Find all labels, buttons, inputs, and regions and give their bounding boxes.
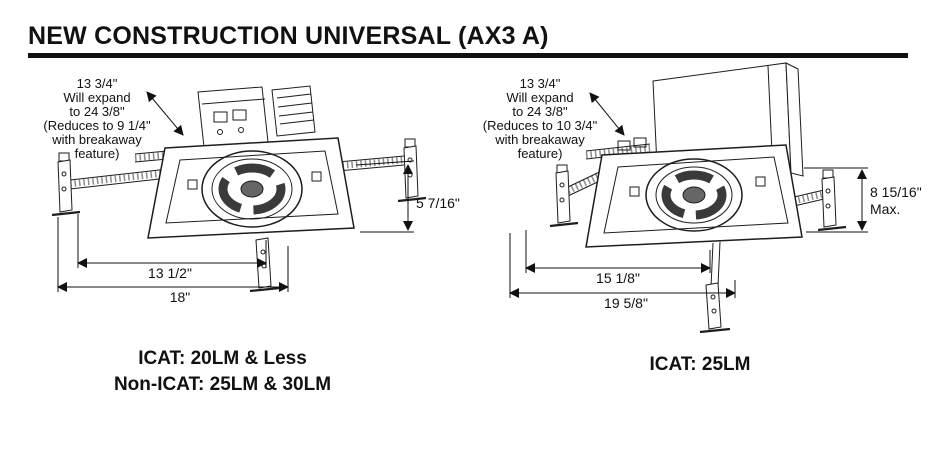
- width-dimension-outer: 19 5/8": [509, 233, 736, 311]
- note-line: 13 3/4": [520, 76, 561, 91]
- note-line: with breakaway: [51, 132, 142, 147]
- note-line: with breakaway: [494, 132, 585, 147]
- mounting-bracket-left: [549, 164, 579, 228]
- support-bracket-bottom: [249, 237, 281, 293]
- inner-width-dim-label: 15 1/8": [596, 270, 640, 286]
- outer-width-dim-label: 19 5/8": [604, 295, 648, 311]
- right-caption-line1: ICAT: 25LM: [649, 354, 751, 375]
- light-aperture: [201, 150, 303, 228]
- width-dimension-inner: 15 1/8": [525, 230, 711, 286]
- height-dim-label: 5 7/16": [416, 195, 460, 211]
- hanger-bar-right: [337, 155, 405, 172]
- expansion-arrow: [589, 92, 625, 136]
- hanger-bar-left: [69, 168, 169, 190]
- expansion-arrow: [146, 91, 184, 136]
- note-line: feature): [518, 146, 563, 161]
- note-line: (Reduces to 10 3/4": [483, 118, 598, 133]
- note-line: (Reduces to 9 1/4": [43, 118, 151, 133]
- note-line: Will expand: [63, 90, 130, 105]
- note-line: feature): [75, 146, 120, 161]
- mounting-bracket-left: [51, 152, 81, 217]
- right-housing-drawing: 13 3/4" Will expand to 24 3/8" (Reduces …: [483, 62, 922, 334]
- left-caption-line2: Non-ICAT: 25LM & 30LM: [113, 374, 332, 395]
- note-line: 13 3/4": [77, 76, 118, 91]
- expansion-note: 13 3/4" Will expand to 24 3/8" (Reduces …: [483, 76, 598, 161]
- note-line: to 24 3/8": [512, 104, 568, 119]
- page-title: NEW CONSTRUCTION UNIVERSAL (AX3 A): [28, 22, 549, 50]
- note-line: to 24 3/8": [69, 104, 125, 119]
- expansion-note: 13 3/4" Will expand to 24 3/8" (Reduces …: [43, 76, 151, 161]
- inner-width-dim-label: 13 1/2": [148, 265, 192, 281]
- junction-box: [197, 86, 269, 148]
- mounting-bracket-right: [817, 169, 847, 232]
- width-dimension-inner: 13 1/2": [77, 214, 267, 281]
- left-caption-line1: ICAT: 20LM & Less: [138, 348, 307, 369]
- mounting-bracket-right: [397, 138, 427, 203]
- support-bracket-bottom: [699, 241, 731, 334]
- height-dimension: 8 15/16" Max.: [804, 167, 922, 233]
- right-figure-caption: ICAT: 25LM: [530, 352, 870, 378]
- light-aperture: [645, 158, 743, 232]
- height-dim-max-label: Max.: [870, 201, 900, 217]
- width-dimension-outer: 18": [57, 217, 289, 305]
- note-line: Will expand: [506, 90, 573, 105]
- left-housing-drawing: 13 3/4" Will expand to 24 3/8" (Reduces …: [43, 76, 460, 305]
- height-dim-label: 8 15/16": [870, 184, 922, 200]
- outer-width-dim-label: 18": [170, 289, 191, 305]
- driver-box: [271, 85, 316, 137]
- hanger-bar-right: [793, 189, 825, 207]
- height-dimension: 5 7/16": [355, 160, 460, 233]
- left-figure-caption: ICAT: 20LM & Less Non-ICAT: 25LM & 30LM: [30, 346, 415, 398]
- title-underline-rule: [28, 53, 908, 58]
